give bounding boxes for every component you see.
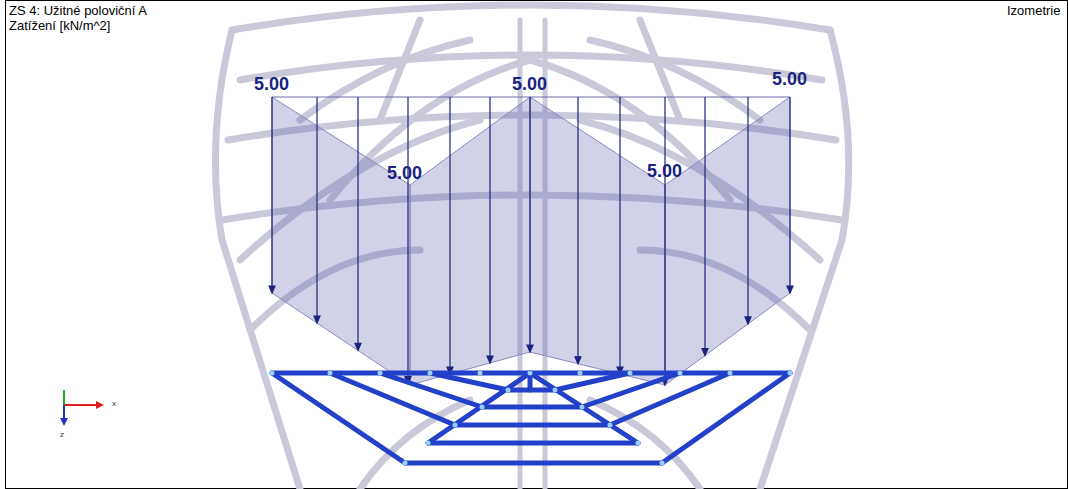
structure-node — [788, 371, 793, 376]
arrow-head — [787, 286, 793, 293]
arrow-head — [745, 317, 751, 324]
structure-node — [378, 371, 383, 376]
load-value: 5.00 — [647, 161, 682, 182]
arrow-head — [702, 349, 708, 356]
structure-node — [506, 388, 511, 393]
view-name: Izometrie — [1007, 3, 1060, 18]
background-tower — [215, 5, 848, 489]
structure-node — [636, 441, 641, 446]
arrow-head — [269, 286, 275, 293]
structure-node — [553, 388, 558, 393]
structure-node — [578, 371, 583, 376]
structure-node — [270, 371, 275, 376]
load-value: 5.00 — [512, 74, 547, 95]
load-value: 5.00 — [254, 74, 289, 95]
arrow-head — [314, 316, 320, 323]
structure-node — [678, 371, 683, 376]
load-arrow — [789, 97, 790, 288]
load-arrows — [269, 97, 793, 385]
load-arrow — [489, 97, 490, 358]
load-value: 5.00 — [387, 163, 422, 184]
floor-truss — [272, 373, 790, 463]
load-case-title: ZS 4: Užitné poloviční A — [9, 3, 147, 18]
structure-node — [480, 405, 485, 410]
load-arrow — [271, 97, 272, 288]
frame — [6, 1, 1068, 489]
structure-node — [428, 371, 433, 376]
structure-node — [580, 405, 585, 410]
load-arrow — [449, 97, 450, 369]
structure-node — [608, 423, 613, 428]
structure-node — [403, 461, 408, 466]
structure-node — [426, 441, 431, 446]
structure-node — [660, 461, 665, 466]
axis-label: z — [60, 430, 64, 439]
structure-node — [528, 371, 533, 376]
load-arrow — [577, 97, 578, 359]
structure-node — [453, 423, 458, 428]
axis-label: x — [112, 399, 116, 408]
load-arrow — [407, 97, 408, 379]
load-arrow — [704, 97, 705, 351]
load-arrow — [357, 97, 358, 345]
load-arrow — [747, 97, 748, 319]
structure-node — [628, 371, 633, 376]
arrow-head — [527, 345, 533, 352]
load-value: 5.00 — [772, 69, 807, 90]
axis-triad — [60, 390, 104, 426]
load-arrow — [529, 97, 530, 347]
load-surface — [272, 97, 790, 385]
arrow-head — [487, 356, 493, 363]
arrow-head — [355, 343, 361, 350]
load-arrow — [664, 97, 665, 380]
structure-node — [728, 371, 733, 376]
structure-node — [478, 371, 483, 376]
load-arrow — [619, 97, 620, 369]
arrow-head — [575, 357, 581, 364]
structure-node — [328, 371, 333, 376]
structure-nodes — [270, 371, 793, 466]
load-arrow — [316, 97, 317, 318]
units-note: Zatížení [kN/m^2] — [9, 18, 110, 33]
